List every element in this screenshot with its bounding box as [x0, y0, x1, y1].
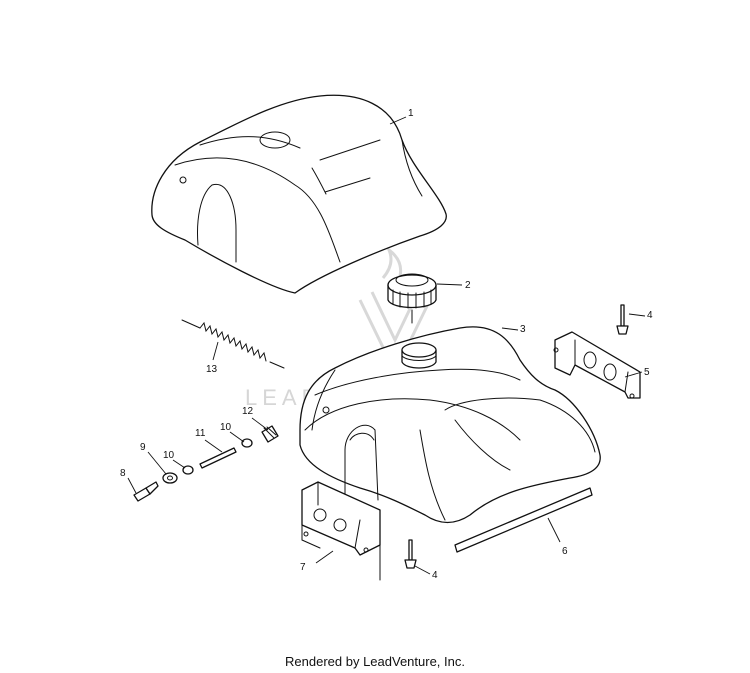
callout-4-lower: 4 — [432, 570, 438, 581]
part-4-rivet-upper[interactable] — [616, 304, 629, 335]
part-11-rod[interactable] — [199, 447, 237, 469]
callout-3: 3 — [520, 324, 526, 335]
part-4-rivet-lower[interactable] — [404, 539, 417, 569]
callout-10-lower: 10 — [163, 450, 175, 461]
callout-6: 6 — [562, 546, 568, 557]
callout-10-upper: 10 — [220, 422, 232, 433]
callout-13: 13 — [206, 364, 218, 375]
part-10-washer-lower[interactable] — [182, 465, 194, 475]
part-10-washer-upper[interactable] — [241, 438, 253, 448]
part-8-bolt[interactable] — [133, 481, 159, 502]
part-2-fuel-cap[interactable] — [387, 273, 437, 324]
callout-7: 7 — [300, 562, 306, 573]
part-7-bracket-left[interactable] — [301, 481, 381, 581]
part-12-fitting[interactable] — [261, 425, 279, 443]
part-5-bracket-right[interactable] — [553, 331, 641, 399]
part-1-tank-cover[interactable] — [151, 94, 447, 294]
callout-1: 1 — [408, 108, 414, 119]
callout-9: 9 — [140, 442, 146, 453]
leader-lines — [127, 116, 646, 575]
part-6-strap[interactable] — [454, 487, 593, 553]
footer-credit: Rendered by LeadVenture, Inc. — [285, 654, 465, 669]
part-9-grommet[interactable] — [162, 472, 178, 484]
callout-labels: 1 2 3 4 5 13 12 11 10 10 9 8 6 7 4 — [120, 108, 653, 581]
part-13-spring[interactable] — [181, 319, 285, 369]
callout-5: 5 — [644, 367, 650, 378]
callout-8: 8 — [120, 468, 126, 479]
callout-4-upper: 4 — [647, 310, 653, 321]
callout-2: 2 — [465, 280, 471, 291]
part-3-fuel-tank[interactable] — [299, 326, 601, 524]
callout-12: 12 — [242, 406, 254, 417]
callout-11: 11 — [195, 428, 206, 439]
